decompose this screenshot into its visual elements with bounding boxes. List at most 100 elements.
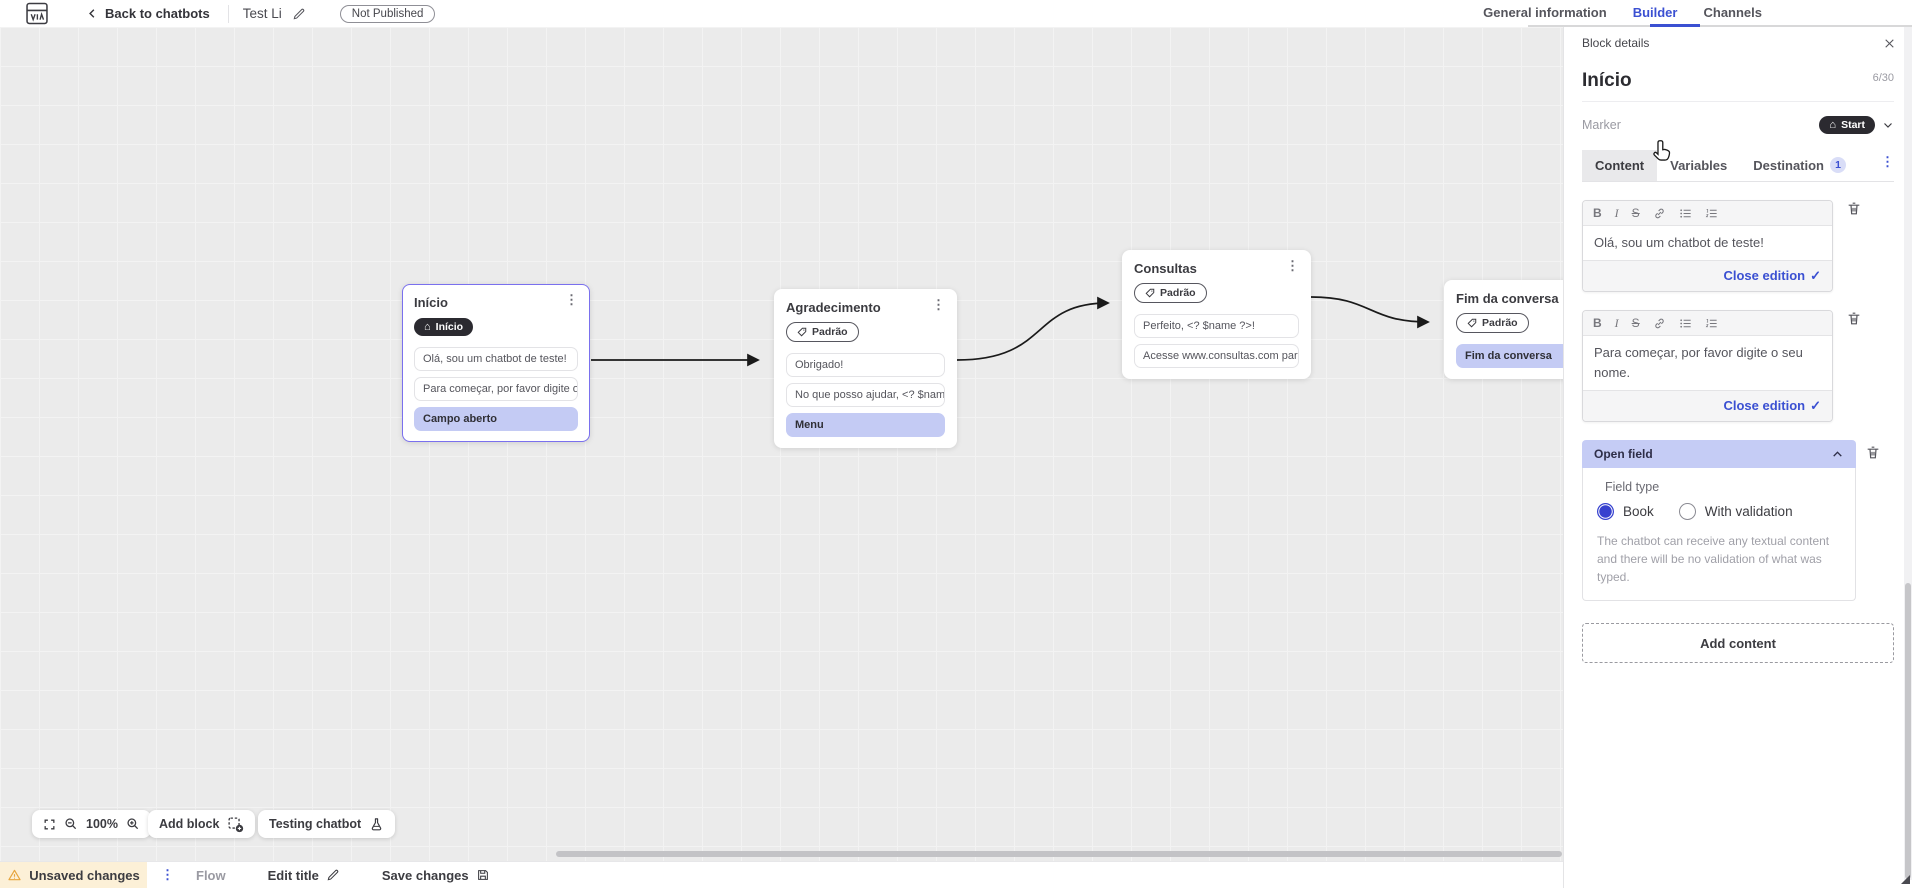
link-icon[interactable] [1653, 317, 1666, 330]
trash-icon[interactable] [1846, 200, 1862, 217]
warning-icon [8, 869, 21, 881]
flask-icon [369, 817, 384, 832]
tab-variables[interactable]: Variables [1670, 157, 1728, 173]
radio-with-validation[interactable] [1678, 503, 1696, 521]
block-item-message[interactable]: Obrigado! [786, 353, 945, 377]
add-content-button[interactable]: Add content [1582, 623, 1894, 664]
kebab-menu-icon[interactable]: ⋮ [932, 297, 945, 312]
marker-pill-label: Padrão [1482, 317, 1518, 329]
flow-block-consultas[interactable]: Consultas ⋮ Padrão Perfeito, <? $name ?>… [1122, 250, 1311, 379]
close-icon[interactable] [1883, 37, 1896, 50]
block-title: Fim da conversa [1456, 291, 1559, 306]
field-type-description: The chatbot can receive any textual cont… [1597, 534, 1830, 585]
block-item-message[interactable]: No que posso ajudar, <? $name ... [786, 383, 945, 407]
panel-kebab-menu-icon[interactable]: ⋮ [1881, 154, 1894, 169]
block-title: Agradecimento [786, 300, 881, 315]
text-editor[interactable]: B I S Para começar, por favor digite o s… [1582, 310, 1833, 423]
zoom-level: 100% [86, 817, 118, 831]
active-tab-indicator [1650, 24, 1700, 27]
statusbar-kebab-menu-icon[interactable]: ⋮ [161, 867, 174, 882]
vertical-scrollbar[interactable] [1904, 27, 1912, 880]
chevron-left-icon [89, 9, 95, 18]
add-block-icon [227, 816, 244, 833]
horizontal-scrollbar[interactable] [556, 851, 1562, 857]
check-icon: ✓ [1810, 268, 1821, 284]
top-bar: Back to chatbots Test Li Not Published G… [0, 0, 1912, 27]
bullet-list-icon[interactable] [1679, 317, 1692, 330]
marker-pill-label: Padrão [1160, 287, 1196, 299]
flow-canvas[interactable]: Início ⋮ ⌂Início Olá, sou um chatbot de … [0, 27, 1563, 862]
numbered-list-icon[interactable] [1705, 317, 1718, 330]
bullet-list-icon[interactable] [1679, 207, 1692, 220]
close-edition-button[interactable]: Close edition✓ [1723, 268, 1821, 283]
marker-pill-label: Padrão [812, 326, 848, 338]
tab-builder[interactable]: Builder [1632, 5, 1678, 20]
block-item-message[interactable]: Olá, sou um chatbot de teste! [414, 347, 578, 371]
home-icon: ⌂ [1829, 119, 1837, 131]
kebab-menu-icon[interactable]: ⋮ [565, 292, 578, 307]
home-icon: ⌂ [424, 321, 431, 333]
check-icon: ✓ [1810, 398, 1821, 414]
field-type-label: Field type [1605, 480, 1660, 495]
editor-toolbar: B I S [1583, 311, 1832, 337]
marker-select[interactable]: ⌂Start [1819, 116, 1894, 134]
edit-title-pencil-icon[interactable] [292, 7, 306, 21]
tag-icon [797, 327, 807, 337]
editor-text[interactable]: Olá, sou um chatbot de teste! [1594, 235, 1764, 250]
kebab-menu-icon[interactable]: ⋮ [1286, 258, 1299, 273]
bold-icon[interactable]: B [1593, 316, 1602, 331]
edit-title-button[interactable]: Edit title [268, 868, 340, 883]
add-content-label: Add content [1700, 635, 1776, 651]
default-marker-pill: Padrão [1456, 313, 1529, 333]
close-edition-button[interactable]: Close edition✓ [1723, 398, 1821, 413]
numbered-list-icon[interactable] [1705, 207, 1718, 220]
editor-text[interactable]: Para começar, por favor digite o seu nom… [1594, 345, 1803, 381]
resize-grip [1901, 875, 1910, 884]
tab-destination[interactable]: Destination 1 [1740, 149, 1859, 181]
tag-icon [1145, 288, 1155, 298]
zoom-in-icon[interactable] [126, 817, 140, 831]
fullscreen-icon[interactable] [43, 818, 56, 831]
bold-icon[interactable]: B [1593, 206, 1602, 220]
tab-general-information[interactable]: General information [1483, 5, 1607, 20]
italic-icon[interactable]: I [1614, 315, 1619, 330]
vertical-scrollbar-thumb[interactable] [1905, 583, 1911, 879]
flow-block-agradecimento[interactable]: Agradecimento ⋮ Padrão Obrigado! No que … [774, 289, 957, 448]
marker-pill-label: Início [435, 321, 464, 333]
block-item-end[interactable]: Fim da conversa [1456, 344, 1563, 368]
tab-content[interactable]: Content [1582, 149, 1658, 181]
save-changes-button[interactable]: Save changes [382, 868, 490, 883]
open-field-header[interactable]: Open field [1582, 440, 1856, 469]
trash-icon[interactable] [1846, 310, 1862, 327]
chatbot-title[interactable]: Test Li [242, 6, 282, 21]
strikethrough-icon[interactable]: S [1631, 206, 1640, 220]
italic-icon[interactable]: I [1614, 205, 1619, 220]
flow-breadcrumb[interactable]: Flow [196, 867, 226, 883]
default-marker-pill: Padrão [1134, 283, 1207, 303]
radio-with-validation-label: With validation [1704, 504, 1793, 520]
testing-chatbot-button[interactable]: Testing chatbot [258, 810, 396, 838]
block-item-message[interactable]: Perfeito, <? $name ?>! [1134, 314, 1299, 338]
block-item-open-field[interactable]: Campo aberto [414, 407, 578, 431]
chevron-up-icon[interactable] [1831, 448, 1844, 461]
radio-book[interactable] [1597, 503, 1614, 521]
status-bar: Unsaved changes ⋮ Flow Edit title Save c… [0, 861, 1563, 888]
flow-block-fim-da-conversa[interactable]: Fim da conversa Padrão Fim da conversa [1444, 280, 1563, 379]
block-item-message[interactable]: Acesse www.consultas.com par... [1134, 344, 1299, 368]
text-editor[interactable]: B I S Olá, sou um chatbot de teste! Clos… [1582, 200, 1833, 293]
top-navigation-tabs: General information Builder Channels [1483, 0, 1762, 25]
chevron-down-icon [1884, 123, 1892, 128]
add-block-button[interactable]: Add block [148, 810, 256, 838]
trash-icon[interactable] [1865, 444, 1881, 461]
add-block-label: Add block [159, 817, 220, 831]
back-to-chatbots-button[interactable]: Back to chatbots [86, 6, 210, 21]
block-item-menu[interactable]: Menu [786, 413, 945, 437]
link-icon[interactable] [1653, 207, 1666, 220]
block-name-input[interactable]: Início [1582, 70, 1632, 91]
flow-block-inicio[interactable]: Início ⋮ ⌂Início Olá, sou um chatbot de … [402, 284, 590, 442]
tab-channels[interactable]: Channels [1703, 5, 1762, 20]
strikethrough-icon[interactable]: S [1631, 316, 1640, 331]
zoom-out-icon[interactable] [64, 817, 78, 831]
block-item-message[interactable]: Para começar, por favor digite o ... [414, 377, 578, 401]
